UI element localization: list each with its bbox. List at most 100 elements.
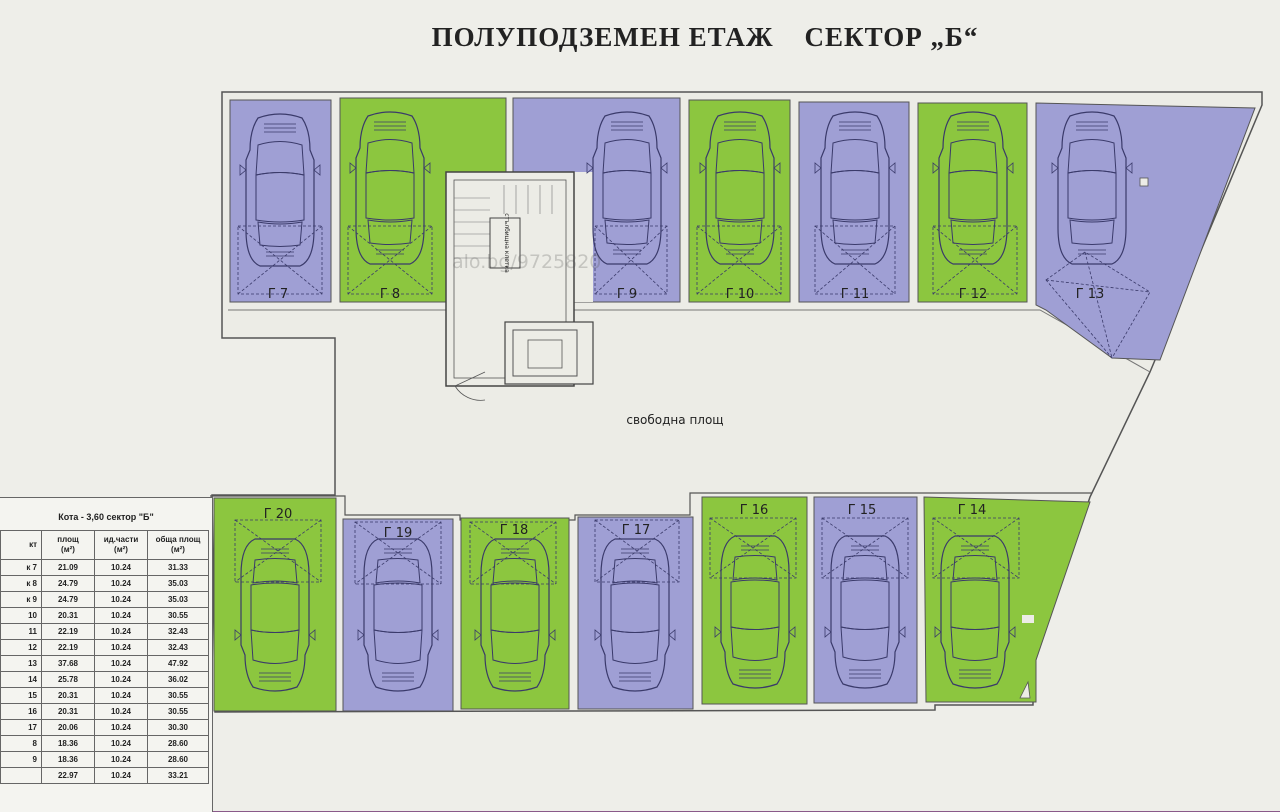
parking-space xyxy=(460,517,570,710)
parking-space xyxy=(798,101,910,303)
parking-space xyxy=(1035,102,1256,361)
parking-space xyxy=(917,102,1028,303)
table-cell: 30.30 xyxy=(147,719,209,736)
space-label: Г 12 xyxy=(959,287,988,302)
table-cell: 8 xyxy=(0,735,42,752)
parking-space xyxy=(813,496,918,704)
table-cell: 10.24 xyxy=(94,559,148,576)
table-cell: 10.24 xyxy=(94,639,148,656)
space-label: Г 17 xyxy=(622,523,651,538)
table-cell: 36.02 xyxy=(147,671,209,688)
table-cell: 18.36 xyxy=(41,751,95,768)
space-label: Г 20 xyxy=(264,507,293,522)
table-header-cell: кт xyxy=(0,530,42,560)
watermark: alo.bg/9725820 xyxy=(452,251,602,273)
table-cell: 21.09 xyxy=(41,559,95,576)
table-cell: к 7 xyxy=(0,559,42,576)
table-cell: 37.68 xyxy=(41,655,95,672)
space-labels: Г 7 Г 8 Г 9 Г 10 Г 11 Г 12 Г 13 Г 14 Г 15 Г 16 Г 1… xyxy=(264,287,1105,541)
table-cell: 10.24 xyxy=(94,687,148,704)
space-label: Г 9 xyxy=(617,287,637,302)
table-cell: 20.31 xyxy=(41,703,95,720)
table-header-cell: площ (м²) xyxy=(41,530,95,560)
table-cell: 30.55 xyxy=(147,607,209,624)
parking-spaces-bottom xyxy=(213,496,1091,712)
space-label: Г 16 xyxy=(740,503,769,518)
table-cell: 22.97 xyxy=(41,767,95,784)
table-cell: 32.43 xyxy=(147,623,209,640)
plan-title: ПОЛУПОДЗЕМЕН ЕТАЖ СЕКТОР „Б“ xyxy=(431,22,979,52)
table-cell: 25.78 xyxy=(41,671,95,688)
table-cell: 22.19 xyxy=(41,639,95,656)
table-cell: 15 xyxy=(0,687,42,704)
space-label: Г 10 xyxy=(726,287,755,302)
table-cell: 24.79 xyxy=(41,575,95,592)
table-cell: 16 xyxy=(0,703,42,720)
parking-space xyxy=(923,496,1091,703)
table-cell: 10.24 xyxy=(94,671,148,688)
table-cell: 9 xyxy=(0,751,42,768)
table-cell xyxy=(0,767,42,784)
space-label: Г 8 xyxy=(380,287,400,302)
table-header-cell: ид.части (м²) xyxy=(94,530,148,560)
table-cell: 17 xyxy=(0,719,42,736)
table-cell: 10.24 xyxy=(94,655,148,672)
table-cell: 20.31 xyxy=(41,687,95,704)
parking-space xyxy=(229,99,332,303)
table-cell: 35.03 xyxy=(147,575,209,592)
table-cell: 20.31 xyxy=(41,607,95,624)
space-label: Г 14 xyxy=(958,503,987,518)
stair-label: стълбищна клетка xyxy=(503,213,510,273)
table-cell: 10.24 xyxy=(94,735,148,752)
table-cell: 31.33 xyxy=(147,559,209,576)
parking-space xyxy=(701,496,808,705)
table-cell: 18.36 xyxy=(41,735,95,752)
table-cell: 30.55 xyxy=(147,687,209,704)
table-cell: 13 xyxy=(0,655,42,672)
table-cell: 12 xyxy=(0,639,42,656)
staircase xyxy=(445,171,594,401)
table-cell: 10.24 xyxy=(94,703,148,720)
table-cell: 10 xyxy=(0,607,42,624)
table-cell: к 8 xyxy=(0,575,42,592)
table-cell: 33.21 xyxy=(147,767,209,784)
space-label: Г 15 xyxy=(848,503,877,518)
table-cell: 20.06 xyxy=(41,719,95,736)
space-label: Г 13 xyxy=(1076,287,1105,302)
table-cell: 30.55 xyxy=(147,703,209,720)
table-cell: 14 xyxy=(0,671,42,688)
table-cell: 47.92 xyxy=(147,655,209,672)
space-label: Г 19 xyxy=(384,526,413,541)
table-cell: 28.60 xyxy=(147,751,209,768)
table-cell: 22.19 xyxy=(41,623,95,640)
table-cell: 32.43 xyxy=(147,639,209,656)
table-cell: 10.24 xyxy=(94,607,148,624)
table-cell: 10.24 xyxy=(94,591,148,608)
parking-space xyxy=(213,497,337,712)
free-area-label: свободна площ xyxy=(626,413,724,427)
table-cell: 10.24 xyxy=(94,767,148,784)
table-cell: к 9 xyxy=(0,591,42,608)
space-label: Г 11 xyxy=(841,287,870,302)
table-header-cell: обща площ (м²) xyxy=(147,530,209,560)
table-cell: 35.03 xyxy=(147,591,209,608)
table-cell: 11 xyxy=(0,623,42,640)
space-label: Г 7 xyxy=(268,287,288,302)
table-cell: 10.24 xyxy=(94,751,148,768)
